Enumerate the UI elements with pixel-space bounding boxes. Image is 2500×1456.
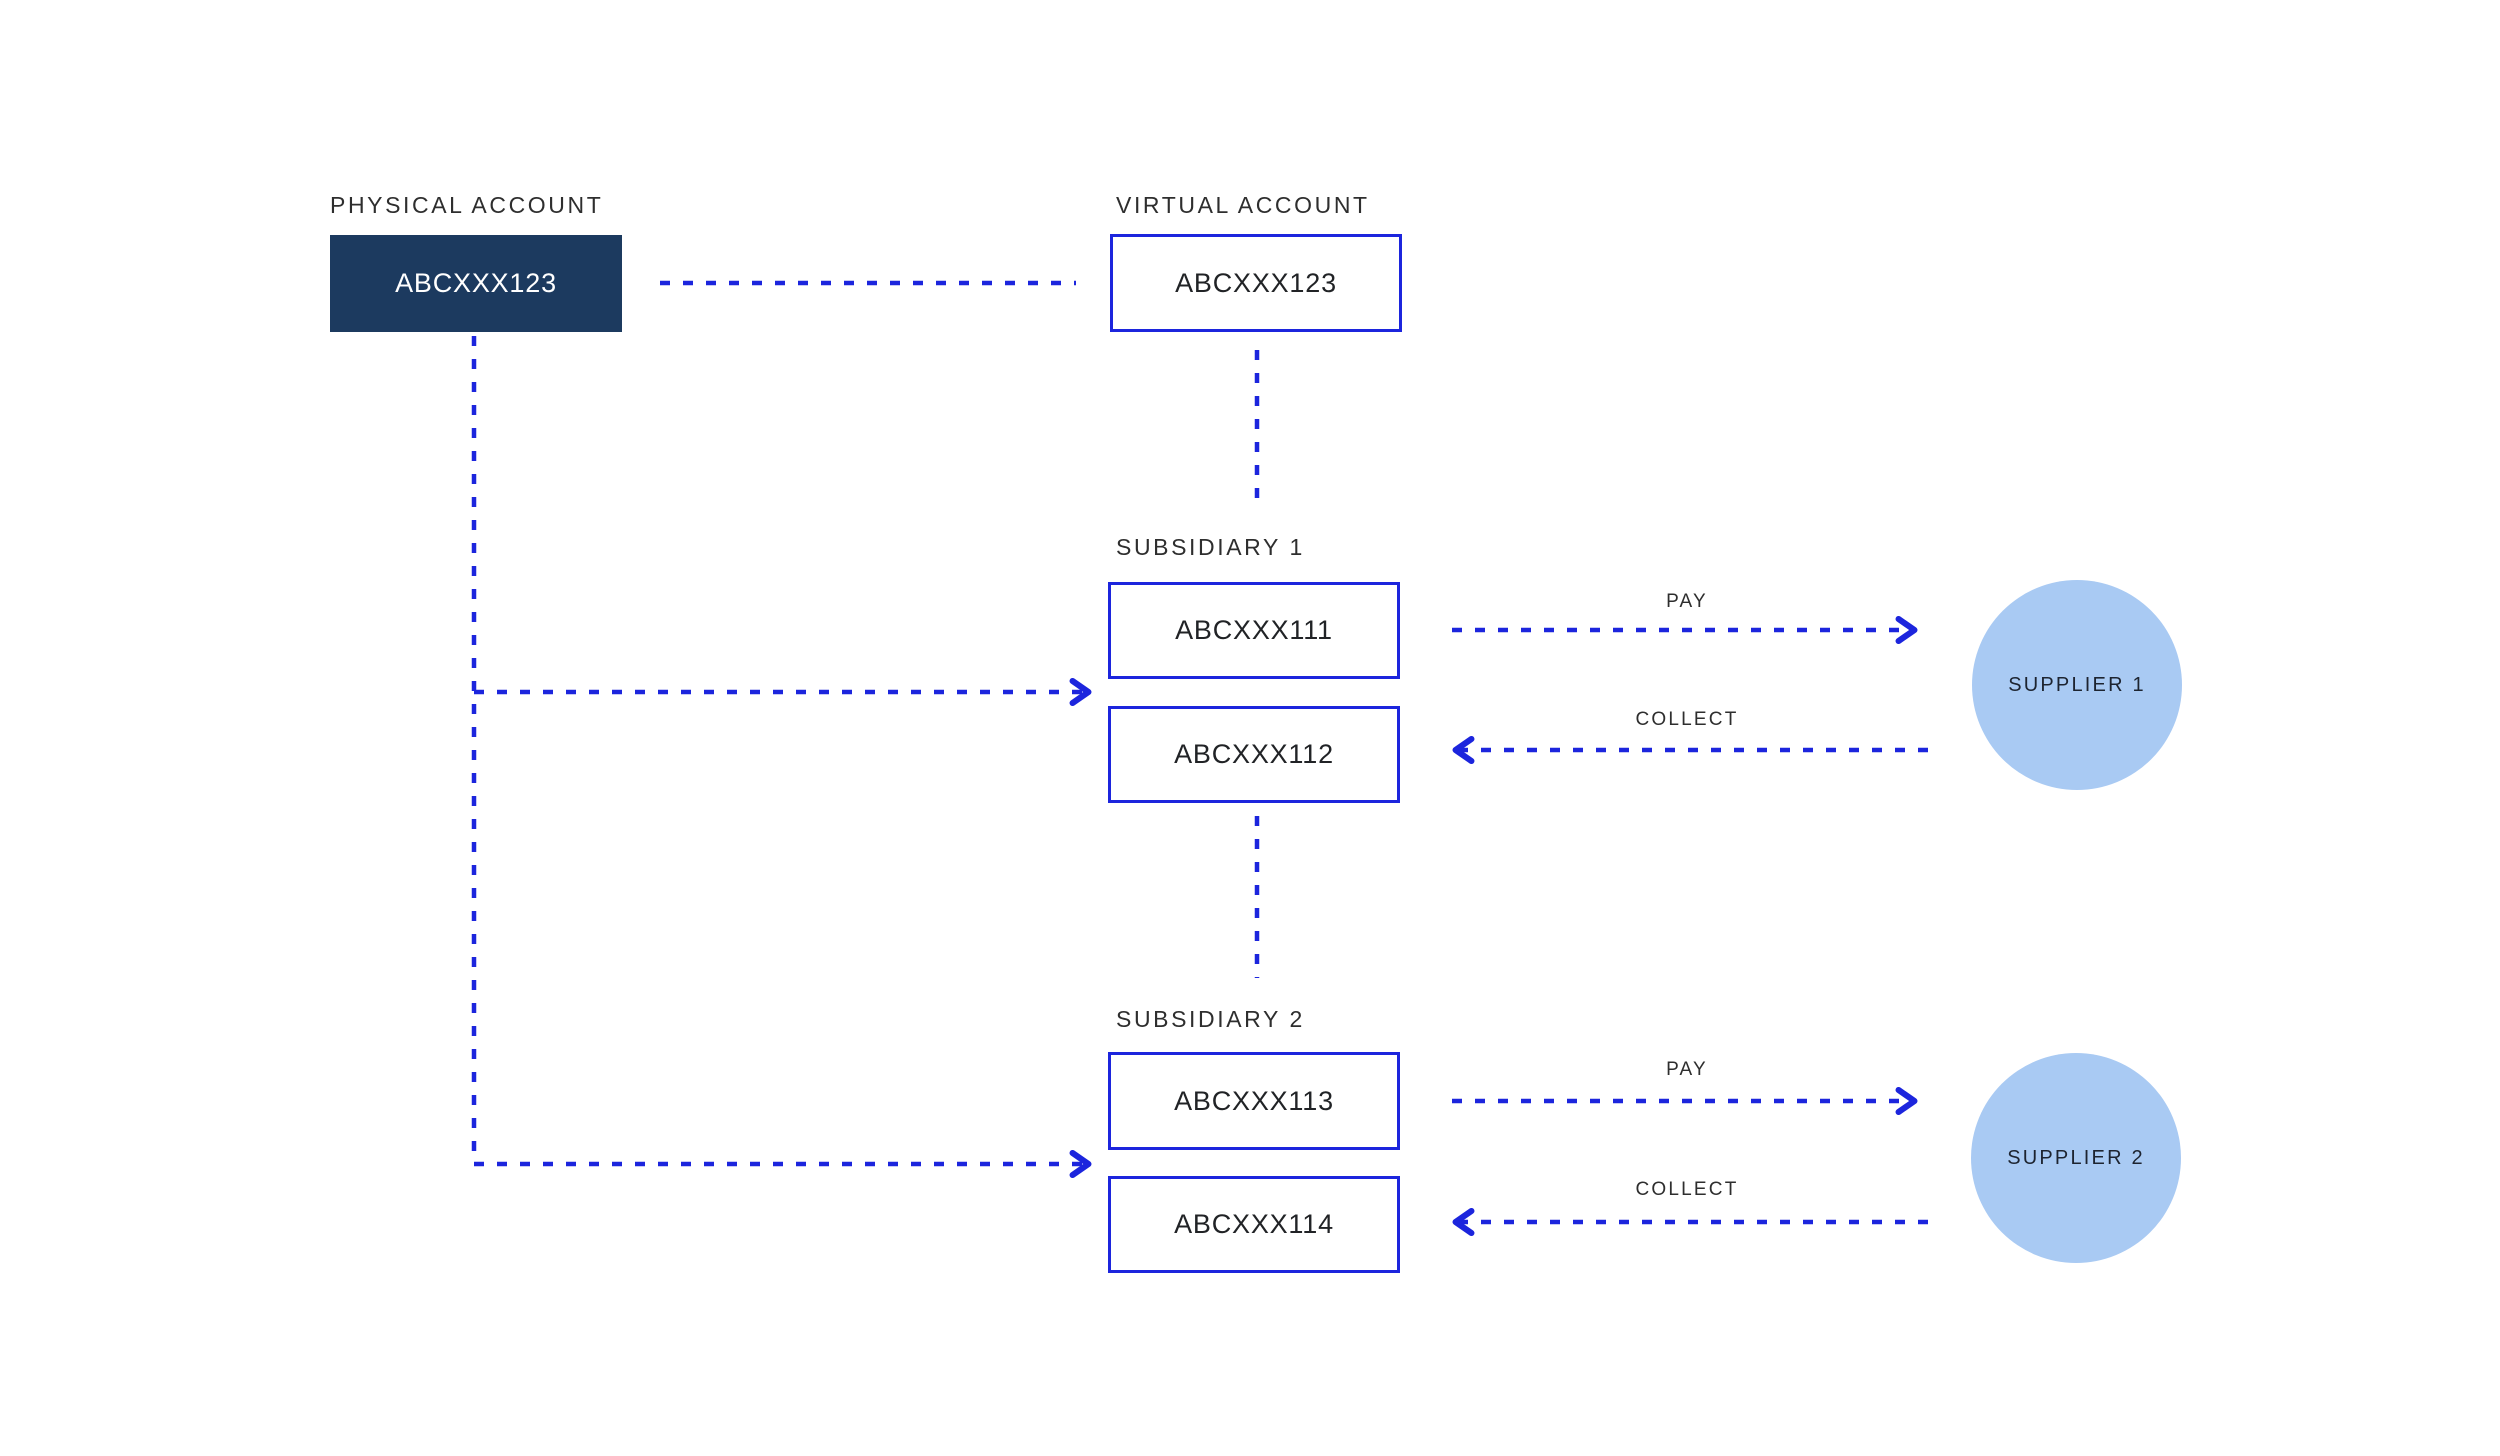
account-id: ABCXXX111: [1175, 615, 1333, 645]
virtual-account-id: ABCXXX123: [1175, 267, 1337, 298]
subsidiary-2-account-box-1: ABCXXX113: [1108, 1052, 1400, 1150]
subsidiary-2-account-box-2: ABCXXX114: [1108, 1176, 1400, 1273]
virtual-account-label: VIRTUAL ACCOUNT: [1116, 192, 1370, 218]
account-id: ABCXXX114: [1174, 1209, 1334, 1239]
physical-account-label: PHYSICAL ACCOUNT: [330, 192, 604, 218]
physical-account-box: ABCXXX123: [330, 235, 622, 332]
pay-label-supplier1: PAY: [1666, 591, 1708, 612]
subsidiary-1-label: SUBSIDIARY 1: [1116, 534, 1305, 560]
collect-label-supplier1: COLLECT: [1635, 709, 1739, 730]
collect-label-supplier2: COLLECT: [1635, 1179, 1739, 1200]
account-id: ABCXXX112: [1174, 739, 1334, 769]
virtual-account-box: ABCXXX123: [1110, 234, 1402, 332]
account-id: ABCXXX113: [1174, 1085, 1334, 1116]
supplier-2-name: SUPPLIER 2: [2007, 1146, 2145, 1169]
subsidiary-1-account-box-1: ABCXXX111: [1108, 582, 1400, 679]
supplier-2-circle: SUPPLIER 2: [1971, 1053, 2181, 1263]
supplier-1-circle: SUPPLIER 1: [1972, 580, 2182, 790]
subsidiary-2-label: SUBSIDIARY 2: [1116, 1006, 1305, 1032]
physical-account-id: ABCXXX123: [395, 268, 557, 298]
subsidiary-1-account-box-2: ABCXXX112: [1108, 706, 1400, 803]
pay-label-supplier2: PAY: [1666, 1059, 1708, 1080]
supplier-1-name: SUPPLIER 1: [2008, 673, 2146, 696]
